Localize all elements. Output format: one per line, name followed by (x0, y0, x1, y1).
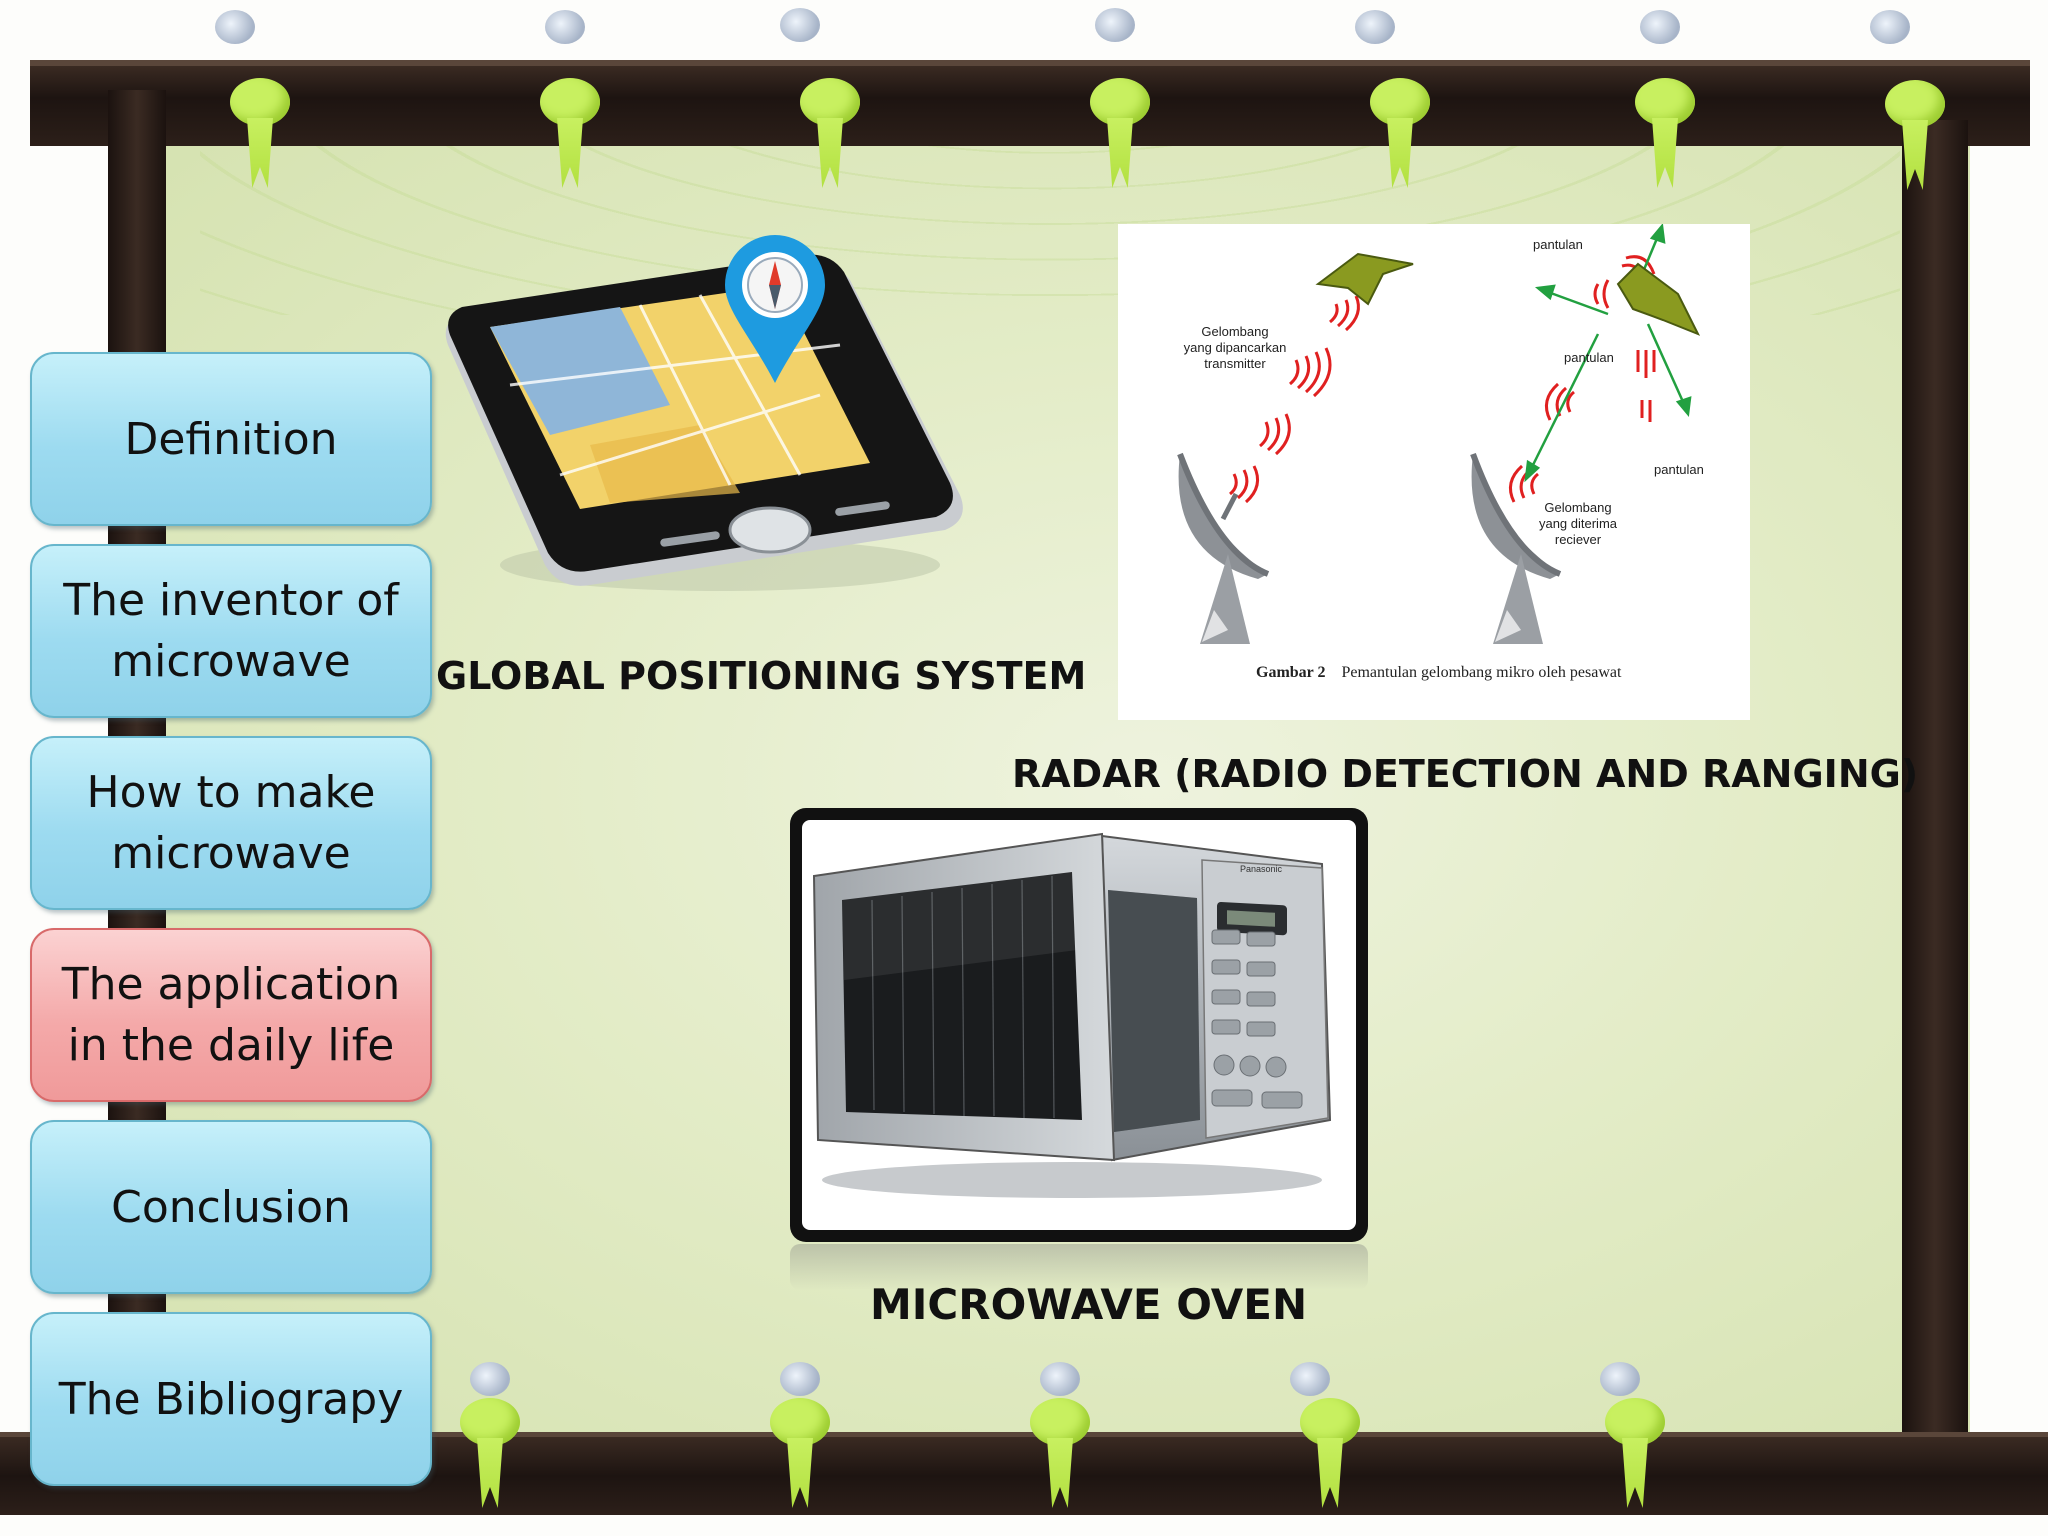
ribbon-bow-decoration (1600, 1398, 1670, 1508)
nav-label-line: microwave (111, 828, 351, 879)
nav-button-application[interactable]: The application in the daily life (30, 928, 432, 1102)
gps-caption: GLOBAL POSITIONING SYSTEM (436, 654, 1087, 698)
radar-label-reflect: pantulan (1564, 350, 1614, 365)
nav-label-line: The inventor of (63, 575, 399, 626)
nav-button-bibliography[interactable]: The Bibliograpy (30, 1312, 432, 1486)
ribbon-bow-decoration (455, 1398, 525, 1508)
flower-decoration (1095, 8, 1135, 42)
ribbon-bow-decoration (1025, 1398, 1095, 1508)
flower-decoration (545, 10, 585, 44)
ribbon-bow-decoration (765, 1398, 835, 1508)
ribbon-bow-decoration (1295, 1398, 1365, 1508)
nav-label-line: The Bibliograpy (58, 1373, 404, 1425)
microwave-caption: MICROWAVE OVEN (870, 1280, 1308, 1329)
ribbon-bow-decoration (1365, 78, 1435, 188)
flower-decoration (470, 1362, 510, 1396)
flower-decoration (780, 8, 820, 42)
nav-button-definition[interactable]: Definition (30, 352, 432, 526)
radar-diagram-image: Gelombang yang dipancarkan transmitter G… (1118, 224, 1750, 720)
ribbon-bow-decoration (535, 78, 605, 188)
flower-decoration (1870, 10, 1910, 44)
nav-button-how-to-make[interactable]: How to make microwave (30, 736, 432, 910)
frame-top-beam (30, 60, 2030, 146)
nav-label-line: Definition (124, 413, 338, 465)
ribbon-bow-decoration (1085, 78, 1155, 188)
flower-decoration (1355, 10, 1395, 44)
radar-label-receive: Gelombang yang diterima reciever (1538, 500, 1618, 547)
radar-label-transmit: Gelombang yang dipancarkan transmitter (1183, 324, 1287, 371)
radar-label-reflect: pantulan (1654, 462, 1704, 477)
nav-label-line: How to make (86, 767, 376, 818)
flower-decoration (780, 1362, 820, 1396)
flower-decoration (1640, 10, 1680, 44)
ribbon-bow-decoration (225, 78, 295, 188)
ribbon-bow-decoration (1880, 80, 1950, 190)
nav-label-line: microwave (111, 636, 351, 687)
ribbon-bow-decoration (1630, 78, 1700, 188)
flower-decoration (1290, 1362, 1330, 1396)
microwave-reflection (790, 1244, 1368, 1290)
radar-label-reflect: pantulan (1533, 237, 1583, 252)
nav-label-line: Conclusion (111, 1181, 351, 1233)
gps-phone-image (440, 235, 980, 615)
nav-button-conclusion[interactable]: Conclusion (30, 1120, 432, 1294)
flower-decoration (1040, 1362, 1080, 1396)
microwave-brand-label: Panasonic (1240, 864, 1283, 874)
nav-label-line: in the daily life (67, 1020, 395, 1071)
frame-right-post (1902, 120, 1968, 1490)
nav-label-line: The application (61, 959, 401, 1010)
radar-caption: RADAR (RADIO DETECTION AND RANGING) (1012, 752, 1919, 796)
flower-decoration (215, 10, 255, 44)
microwave-oven-image: Panasonic (790, 808, 1368, 1242)
ribbon-bow-decoration (795, 78, 865, 188)
radar-figure-caption: Gambar 2 Pemantulan gelombang mikro oleh… (1256, 664, 1622, 681)
nav-button-inventor[interactable]: The inventor of microwave (30, 544, 432, 718)
map-pin-icon (725, 235, 825, 383)
flower-decoration (1600, 1362, 1640, 1396)
